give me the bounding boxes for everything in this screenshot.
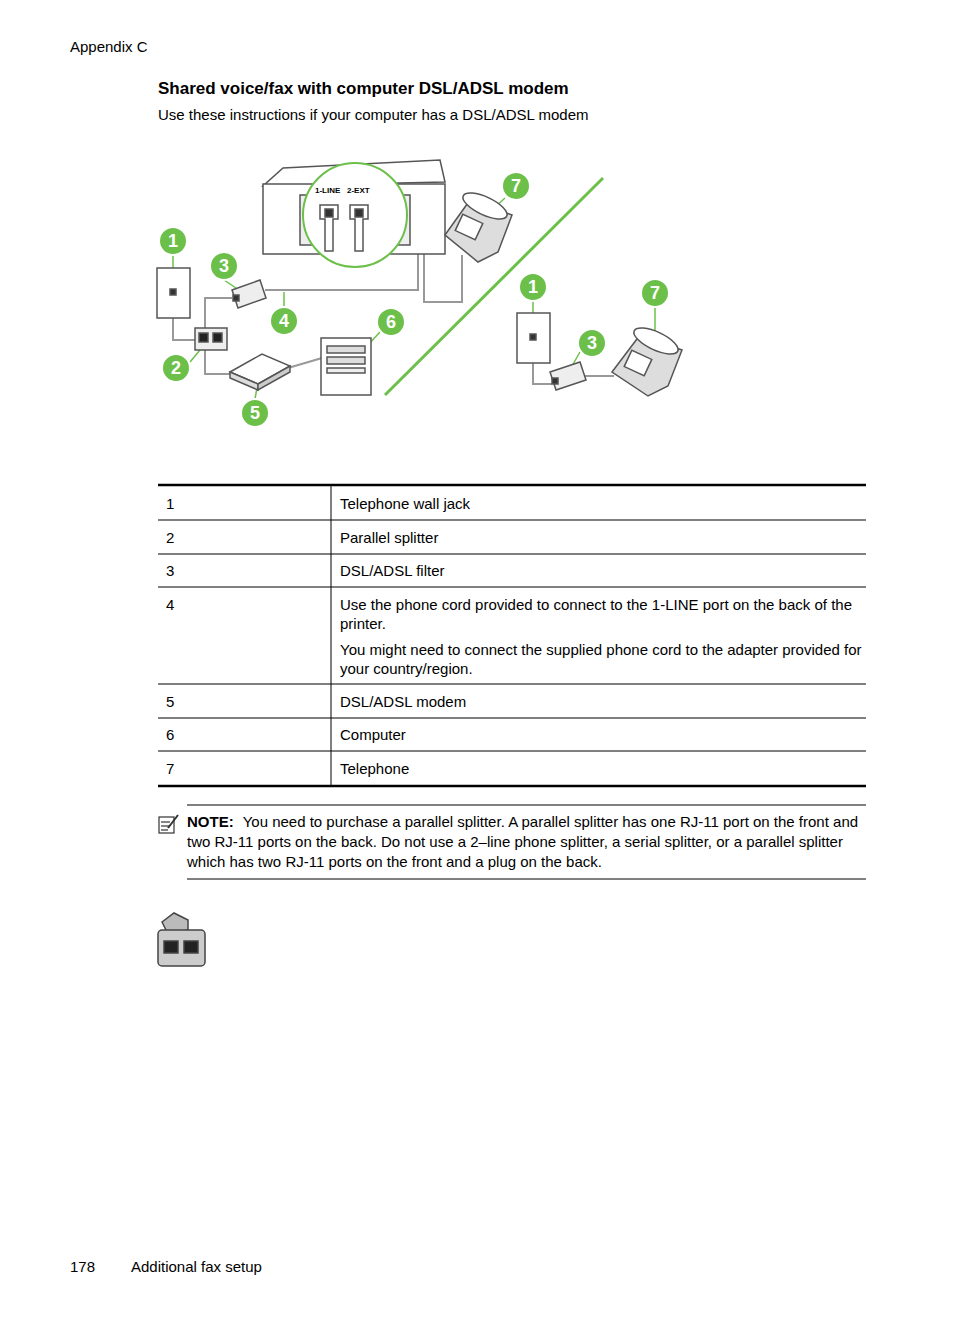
table-cell: You might need to connect the supplied p… bbox=[340, 640, 862, 678]
printer bbox=[263, 160, 445, 267]
note-text: You need to purchase a parallel splitter… bbox=[187, 813, 858, 870]
port-label: 1-LINE bbox=[314, 186, 341, 196]
port-label: 2-EXT bbox=[346, 186, 371, 196]
note-block: NOTE:You need to purchase a parallel spl… bbox=[187, 812, 863, 872]
callout-number: 2 bbox=[162, 357, 190, 379]
splitter-photo bbox=[158, 913, 205, 966]
callout-number: 3 bbox=[210, 255, 238, 277]
parallel-splitter bbox=[195, 328, 227, 350]
wall-jacks bbox=[157, 268, 550, 363]
running-header: Appendix C bbox=[70, 37, 148, 56]
callout-number: 7 bbox=[641, 282, 669, 304]
callout-number: 3 bbox=[578, 332, 606, 354]
table-cell: DSL/ADSL modem bbox=[340, 692, 860, 711]
table-cell: 5 bbox=[166, 692, 174, 711]
subtitle: Use these instructions if your computer … bbox=[158, 105, 588, 124]
table-cell: Telephone wall jack bbox=[340, 494, 860, 513]
divider-line bbox=[385, 178, 603, 395]
table-cell: Use the phone cord provided to connect t… bbox=[340, 595, 862, 633]
table-cell: 4 bbox=[166, 595, 174, 614]
table-cell: Computer bbox=[340, 725, 860, 744]
table-cell: 3 bbox=[166, 561, 174, 580]
callout-circles bbox=[159, 172, 669, 427]
callout-number: 6 bbox=[377, 311, 405, 333]
callout-number: 1 bbox=[519, 276, 547, 298]
table-cell: 1 bbox=[166, 494, 174, 513]
table-cell: Telephone bbox=[340, 759, 860, 778]
footer-title: Additional fax setup bbox=[131, 1257, 262, 1276]
section-title: Shared voice/fax with computer DSL/ADSL … bbox=[158, 79, 569, 98]
page-number: 178 bbox=[70, 1257, 95, 1276]
table-cell: Parallel splitter bbox=[340, 528, 860, 547]
table-cell: 2 bbox=[166, 528, 174, 547]
dsl-modem bbox=[230, 354, 290, 390]
computer-tower bbox=[321, 338, 371, 395]
callout-number: 7 bbox=[502, 175, 530, 197]
table-cell: 6 bbox=[166, 725, 174, 744]
table-cell: DSL/ADSL filter bbox=[340, 561, 860, 580]
note-icon bbox=[159, 815, 178, 833]
callout-number: 5 bbox=[241, 402, 269, 424]
table-cell: 7 bbox=[166, 759, 174, 778]
callout-number: 4 bbox=[270, 310, 298, 332]
table-rules bbox=[158, 485, 866, 879]
callout-number: 1 bbox=[159, 230, 187, 252]
note-label: NOTE: bbox=[187, 813, 234, 830]
